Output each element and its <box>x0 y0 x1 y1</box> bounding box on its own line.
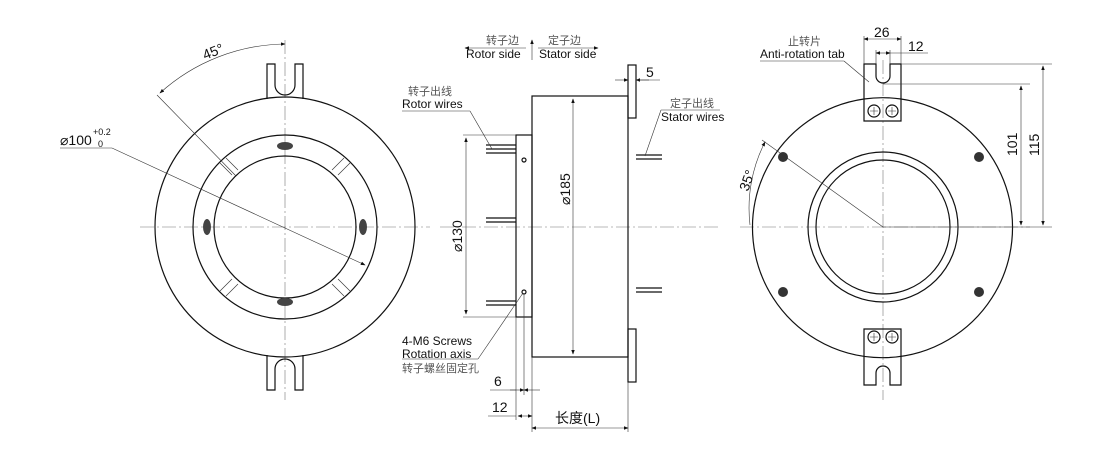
angle-45-label: 45° <box>200 40 226 63</box>
slot-width-label: 12 <box>908 38 924 54</box>
diameter-100-label: ⌀100 <box>60 132 92 148</box>
diameter-130-label: ⌀130 <box>449 220 465 252</box>
dim-101-label: 101 <box>1004 132 1020 156</box>
tab-width-label: 26 <box>874 24 890 40</box>
rotor-wires <box>486 144 516 306</box>
front-view: 45° ⌀100 +0.2 0 <box>60 40 430 400</box>
rotation-axis-label: Rotation axis <box>402 347 471 361</box>
anti-rotation-tab-label: Anti-rotation tab <box>760 47 845 61</box>
stator-wires-label: Stator wires <box>661 110 724 124</box>
rotor-wires-cn: 转子出线 <box>408 84 452 98</box>
rotor-wires-label: Rotor wires <box>402 97 463 111</box>
stator-wires <box>636 154 662 293</box>
tolerance-upper: +0.2 <box>93 127 111 137</box>
screw-slot-icons <box>203 142 367 306</box>
angle-35-label: 35° <box>736 168 758 193</box>
tolerance-lower: 0 <box>98 139 103 149</box>
stator-side-label: Stator side <box>539 47 597 61</box>
stator-wires-cn: 定子出线 <box>670 96 714 110</box>
screws-cn: 转子螺丝固定孔 <box>402 361 479 375</box>
screw-icons <box>778 104 984 344</box>
rotor-side-cn: 转子边 <box>486 33 519 47</box>
anti-rotation-tab-cn: 止转片 <box>788 34 821 48</box>
dim-115-label: 115 <box>1026 133 1042 156</box>
diameter-185-label: ⌀185 <box>557 173 573 205</box>
anti-rotation-tab-top <box>863 63 902 122</box>
screws-label: 4-M6 Screws <box>402 334 472 348</box>
length-label: 长度(L) <box>555 410 600 426</box>
flange-thickness-label: 5 <box>646 64 654 80</box>
bottom-tab <box>266 355 304 391</box>
anti-rotation-tab-bottom <box>863 328 902 386</box>
rotor-side-label: Rotor side <box>466 47 521 61</box>
dim-12-label: 12 <box>492 399 508 415</box>
stator-tab-bottom <box>627 328 637 383</box>
stator-side-cn: 定子边 <box>548 33 581 47</box>
dim-6-label: 6 <box>494 373 502 389</box>
back-view: 26 12 止转片 Anti-rotation tab 101 115 35° <box>736 24 1052 400</box>
stator-tab-top <box>627 64 637 119</box>
side-view: 转子边 Rotor side 定子边 Stator side 5 转子出线 Ro… <box>402 33 724 432</box>
